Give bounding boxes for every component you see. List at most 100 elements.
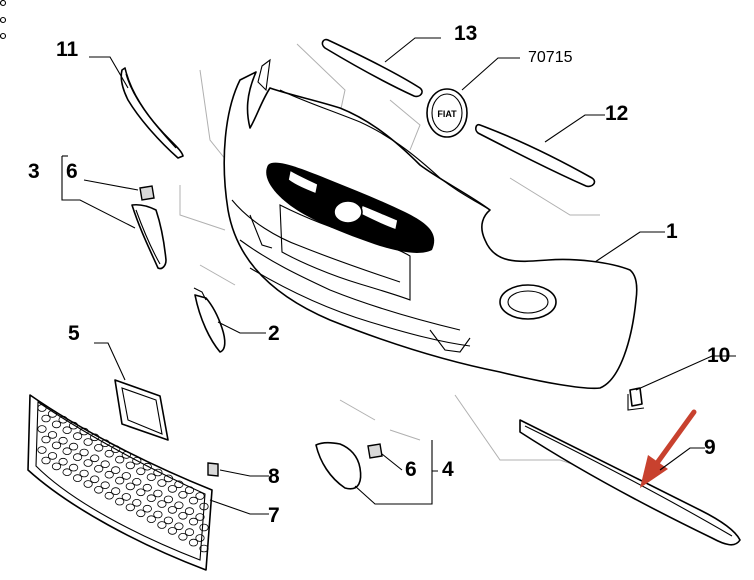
indicator-arrow <box>640 409 697 488</box>
grille-cell <box>47 410 58 418</box>
grille-cell <box>73 474 83 482</box>
grille-cell <box>184 507 195 515</box>
grille-cell <box>62 468 72 477</box>
grille-cell <box>111 487 121 495</box>
grille-cell <box>41 414 51 423</box>
grille-cell <box>136 509 146 518</box>
callout-4: 4 <box>442 458 454 481</box>
badge-text: FIAT <box>437 109 457 119</box>
grille-cell <box>167 506 177 514</box>
grille-cell <box>90 475 100 484</box>
grille-cell <box>83 438 93 446</box>
grille-cell <box>115 455 125 464</box>
grille-cell <box>195 492 205 500</box>
part-6-clip-right <box>367 443 383 459</box>
grille-cell <box>90 433 100 442</box>
grille-cell <box>178 511 188 520</box>
grille-cell <box>111 466 121 474</box>
grille-cell <box>69 442 79 451</box>
grille-cell <box>125 482 135 491</box>
grille-cell <box>167 527 177 535</box>
grille-cell <box>136 488 146 497</box>
grille-cell <box>146 494 156 503</box>
grille-cell <box>83 459 93 467</box>
grille-cell <box>121 493 131 501</box>
grille-cell <box>157 479 167 487</box>
grille-cell <box>163 474 173 483</box>
callout-70715: 70715 <box>528 49 573 66</box>
part-11-left-moulding <box>120 67 184 159</box>
grille-cell <box>199 502 209 511</box>
grille-cell <box>195 513 205 521</box>
part-3-left-cover <box>131 203 167 270</box>
grille-cell <box>167 485 177 493</box>
grille-cell <box>37 446 47 454</box>
grille-cell <box>188 517 199 526</box>
grille-cell <box>157 521 167 529</box>
grille-cell <box>41 435 51 444</box>
grille-cell <box>62 447 72 456</box>
callout-5: 5 <box>68 322 80 345</box>
grille-cell <box>132 477 142 486</box>
callout-6-right: 6 <box>405 458 417 481</box>
grille-cell <box>100 439 110 448</box>
grille-cell <box>195 534 205 542</box>
callout-10: 10 <box>707 344 730 367</box>
grille-cell <box>62 426 72 435</box>
grille-cell <box>104 491 114 500</box>
grille-cell <box>146 515 156 523</box>
grille-cell <box>115 497 125 506</box>
callout-6-left: 6 <box>66 160 78 183</box>
grille-cell <box>47 431 58 439</box>
callout-7: 7 <box>268 504 280 527</box>
grille-cell <box>90 454 100 463</box>
grille-cell <box>115 476 125 485</box>
grille-cell <box>178 490 188 499</box>
callout-labels: 11 13 70715 12 3 6 1 2 5 10 9 6 4 8 7 <box>28 22 730 527</box>
part-12-right-trim <box>475 123 596 188</box>
grille-cell <box>188 538 199 547</box>
callout-2: 2 <box>268 322 280 345</box>
callout-12: 12 <box>605 102 628 125</box>
part-13-upper-trim <box>321 38 423 98</box>
grille-cell <box>94 464 104 473</box>
grille-cell <box>79 448 89 457</box>
grille-cell <box>199 544 209 553</box>
grille-cell <box>41 456 51 465</box>
grille-cell <box>153 489 163 498</box>
grille-cell <box>79 469 89 478</box>
grille-cell <box>178 532 188 541</box>
grille-cell <box>104 470 114 479</box>
grille-cell <box>132 456 142 465</box>
grille-mesh <box>37 404 209 553</box>
grille-cell <box>104 449 114 458</box>
zoom-icons[interactable] <box>0 0 7 40</box>
grille-cell <box>174 480 184 489</box>
part-6-clip-left <box>139 185 155 201</box>
grille-cell <box>111 445 121 453</box>
grille-cell <box>37 404 47 412</box>
grille-cell <box>153 468 163 477</box>
grille-cell <box>100 460 110 469</box>
part-5-frame <box>114 379 169 441</box>
callout-8: 8 <box>268 465 280 488</box>
grille-cell <box>69 463 79 472</box>
part-1-bumper <box>223 58 638 390</box>
grille-cell <box>132 498 142 507</box>
callout-13: 13 <box>454 22 477 45</box>
grille-cell <box>121 451 131 459</box>
part-7-lower-grille <box>27 394 213 571</box>
grille-cell <box>100 481 110 490</box>
callout-9: 9 <box>704 436 716 459</box>
grille-cell <box>58 457 68 466</box>
grille-cell <box>188 496 199 505</box>
grille-cell <box>142 462 152 471</box>
callout-11: 11 <box>56 38 79 61</box>
grille-cell <box>51 441 62 450</box>
grille-cell <box>163 495 173 504</box>
part-8-plug <box>207 462 219 477</box>
grille-cell <box>73 453 83 461</box>
grille-cell <box>184 528 195 536</box>
grille-cell <box>157 500 167 508</box>
